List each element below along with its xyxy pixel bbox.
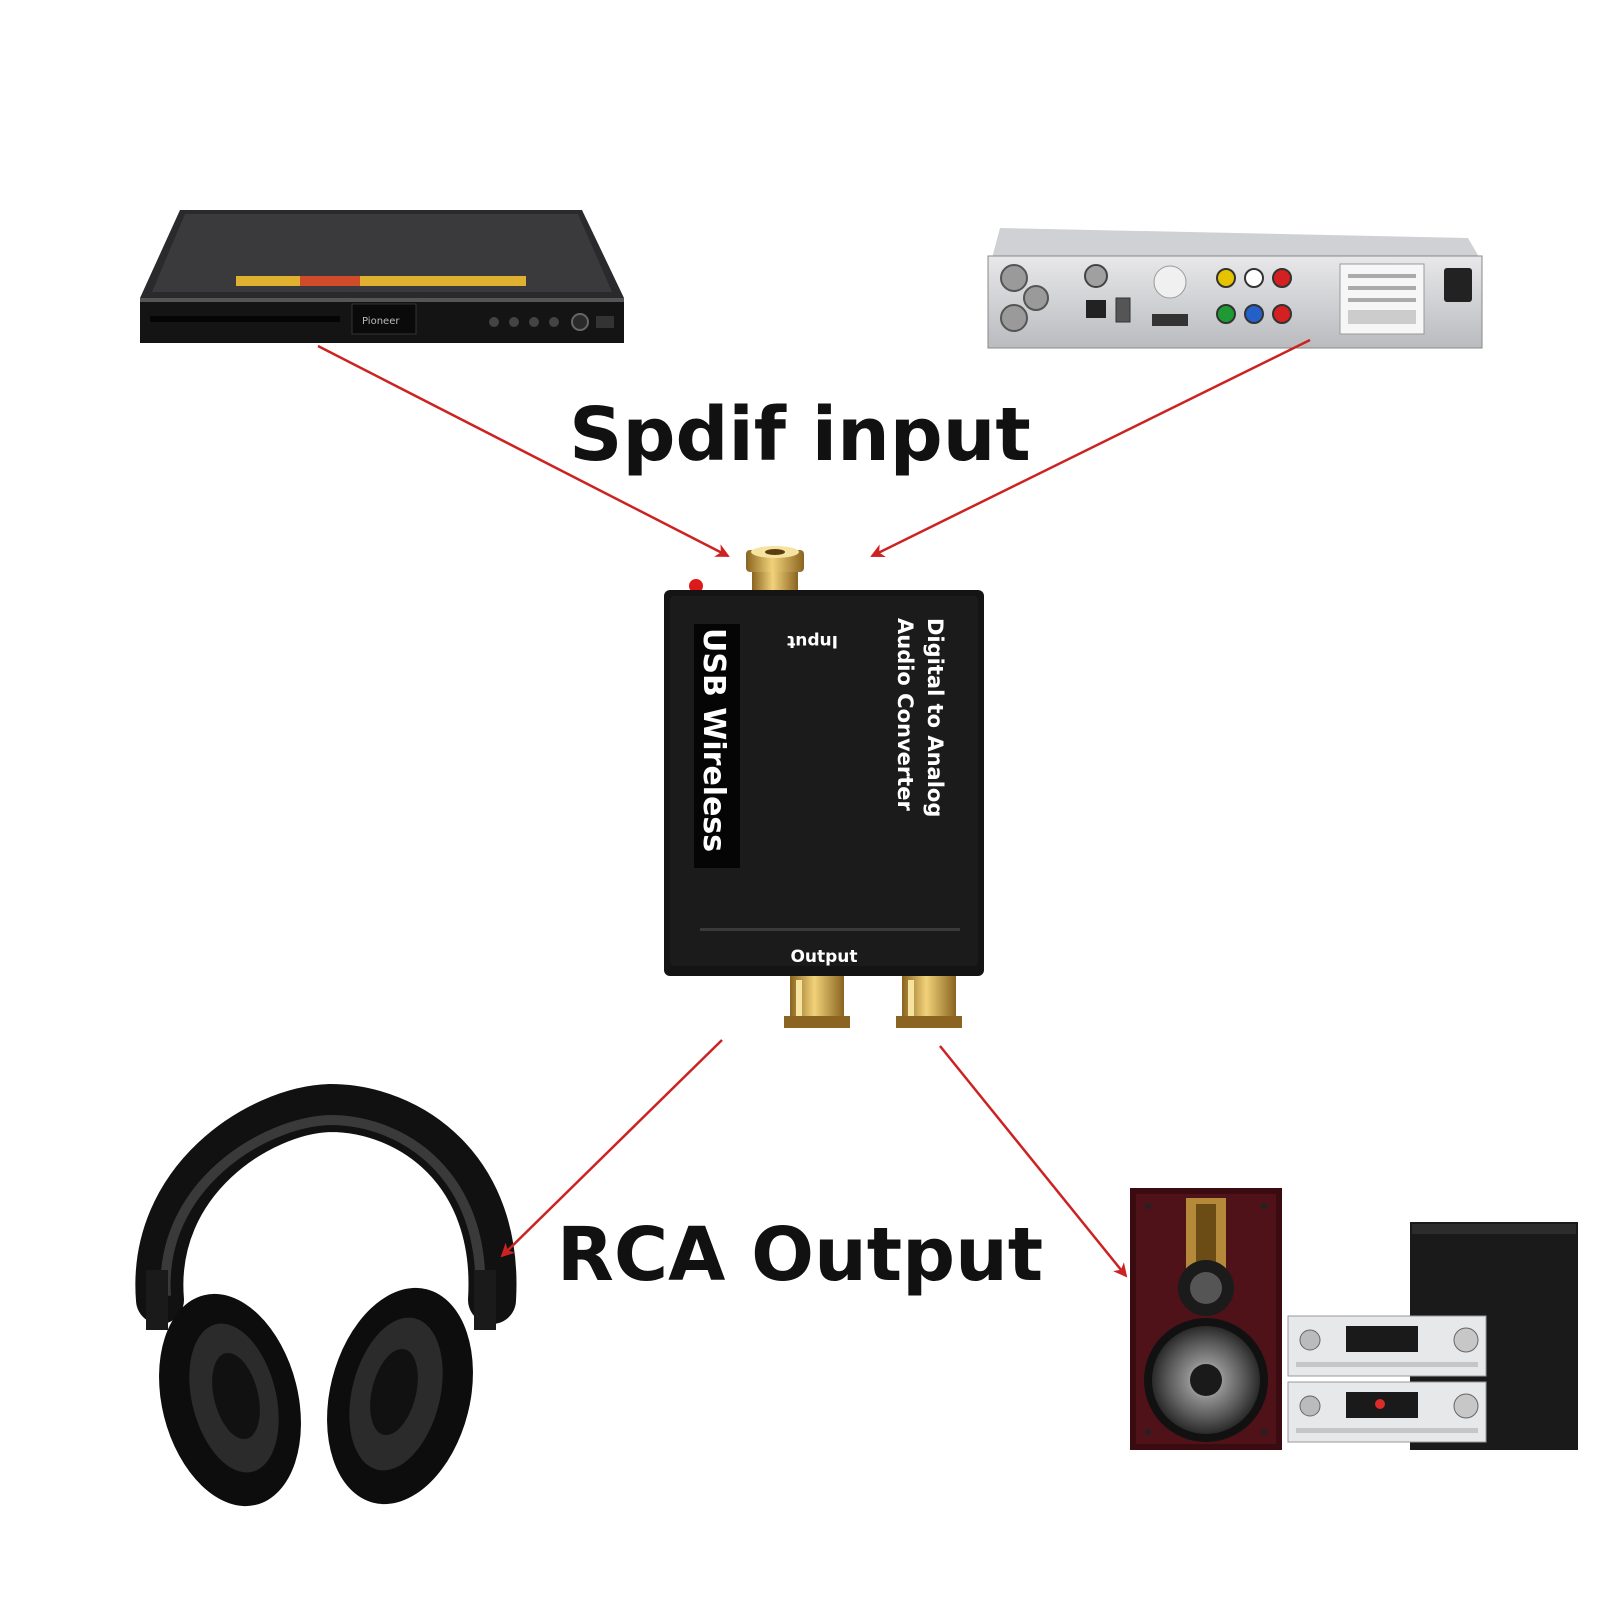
spdif-input-heading: Spdif input [569, 392, 1031, 478]
converter-input-label: Input [787, 631, 838, 651]
dac-converter-box [664, 546, 984, 1028]
rca-output-heading: RCA Output [556, 1212, 1044, 1298]
converter-brand-label: USB Wireless [696, 628, 731, 852]
arrow-dvd-to-input [317, 344, 730, 558]
dvd-brand-label: Pioneer [362, 316, 400, 327]
arrow-settopbox-to-input [870, 338, 1311, 558]
hifi-speaker-system [1130, 1188, 1578, 1450]
dvd-player-device [140, 210, 624, 343]
converter-output-label: Output [790, 947, 857, 967]
converter-title-line1: Digital to Analog [923, 618, 947, 817]
converter-title-line2: Audio Converter [893, 618, 917, 812]
headphones-device [135, 1083, 517, 1507]
set-top-box-device [987, 228, 1483, 349]
arrow-output-to-headphones [500, 1039, 723, 1258]
arrow-output-to-speakers [939, 1045, 1128, 1278]
